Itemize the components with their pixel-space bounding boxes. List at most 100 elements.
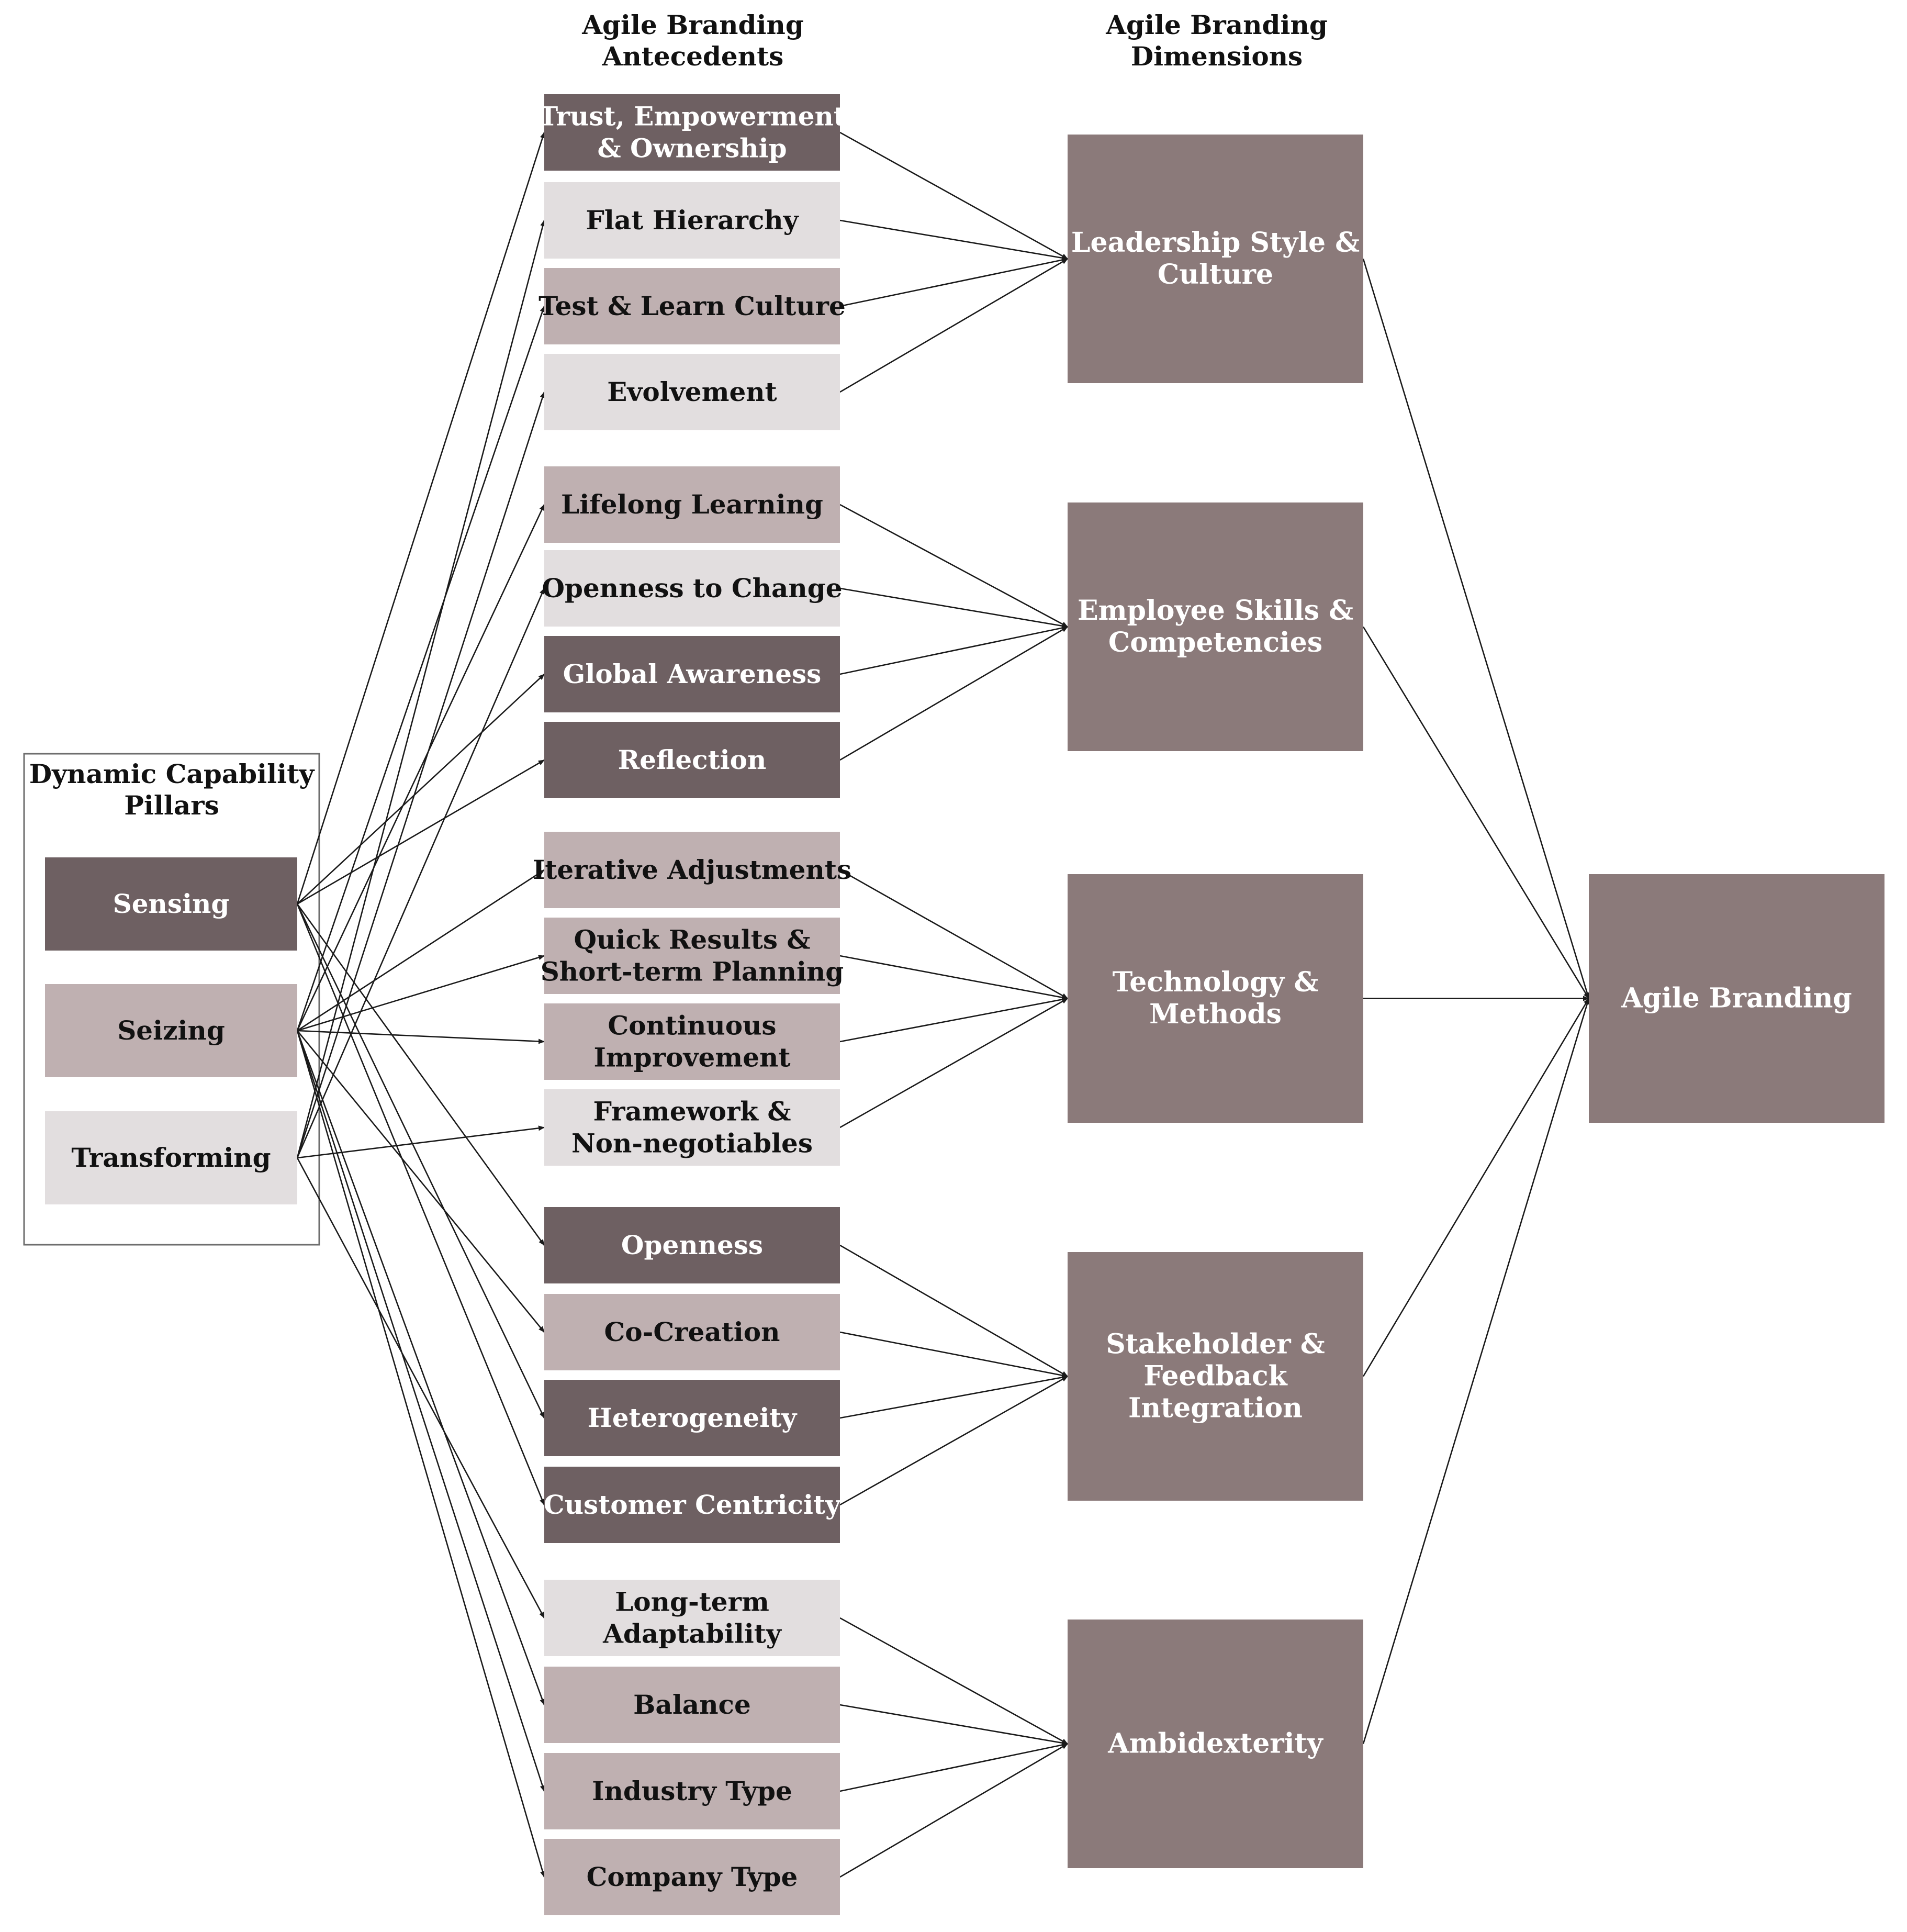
pillars-header-line-1: Dynamic Capability	[29, 758, 316, 789]
dimension-employee-skills-and-competencies-label: Competencies	[1108, 627, 1322, 658]
antecedent-lifelong-learning-box	[544, 466, 840, 543]
dimensions-header-line-2: Dimensions	[1131, 41, 1303, 72]
antecedent-framework-and-non-negotiables-box	[544, 1089, 840, 1166]
antecedent-lifelong-learning: Lifelong Learning	[544, 466, 840, 543]
antecedents-header-line-2: Antecedents	[602, 41, 784, 72]
dimension-technology-and-methods: Technology &Methods	[1068, 874, 1363, 1123]
antecedent-balance: Balance	[544, 1667, 840, 1743]
connector-sensing-to-customer-centricity	[296, 903, 545, 1505]
connector-heterogeneity-to-dimension	[839, 1375, 1068, 1419]
antecedent-co-creation-label: Co-Creation	[604, 1316, 780, 1347]
antecedent-balance-label: Balance	[633, 1689, 751, 1720]
connector-sensing-to-global-awareness	[297, 674, 545, 904]
connector-sensing-to-trust-empowerment-and-ownership	[296, 132, 545, 904]
connector-transforming-to-framework-and-non-negotiables	[297, 1125, 545, 1159]
connector-reflection-to-dimension	[839, 626, 1068, 761]
dimension-employee-skills-and-competencies-label: Employee Skills &	[1078, 595, 1353, 627]
connector-seizing-to-continuous-improvement	[297, 1030, 545, 1044]
dimension-technology-and-methods-box	[1068, 874, 1363, 1123]
pillars-header-line-2: Pillars	[124, 790, 219, 821]
connector-quick-results-and-short-term-planning-to-dimension	[839, 955, 1068, 1000]
antecedent-openness-box	[544, 1207, 840, 1283]
antecedent-iterative-adjustments-box	[544, 832, 840, 908]
pillar-seizing-box	[45, 984, 297, 1077]
dimensions-header-line-1: Agile Branding	[1105, 9, 1328, 40]
antecedent-continuous-improvement-label: Improvement	[594, 1042, 791, 1073]
antecedent-quick-results-and-short-term-planning-label: Quick Results &	[574, 924, 810, 955]
pillar-seizing-label: Seizing	[117, 1015, 225, 1046]
dimension-ambidexterity-label: Ambidexterity	[1107, 1728, 1323, 1760]
connector-sensing-to-openness	[296, 903, 545, 1246]
connector-seizing-to-lifelong-learning	[296, 504, 545, 1031]
antecedent-heterogeneity: Heterogeneity	[544, 1380, 840, 1456]
antecedent-quick-results-and-short-term-planning: Quick Results &Short-term Planning	[541, 918, 844, 994]
connector-sensing-to-heterogeneity	[296, 903, 545, 1419]
connector-seizing-to-balance	[296, 1030, 545, 1705]
connector-iterative-adjustments-to-dimension	[839, 869, 1068, 999]
antecedent-company-type-label: Company Type	[587, 1861, 798, 1892]
antecedent-company-type-box	[544, 1839, 840, 1915]
antecedent-balance-box	[544, 1667, 840, 1743]
antecedent-industry-type-label: Industry Type	[592, 1775, 792, 1806]
antecedent-evolvement-label: Evolvement	[607, 376, 777, 407]
connector-long-term-adaptability-to-dimension	[839, 1617, 1068, 1745]
pillar-sensing-label: Sensing	[113, 888, 230, 919]
antecedent-lifelong-learning-label: Lifelong Learning	[561, 489, 823, 520]
dimension-stakeholder-and-feedback-integration-label: Integration	[1128, 1392, 1303, 1424]
antecedent-reflection-box	[544, 722, 840, 798]
connector-seizing-to-industry-type	[296, 1030, 545, 1792]
connector-seizing-to-test-and-learn-culture	[296, 306, 545, 1031]
pillar-transforming-label: Transforming	[71, 1142, 271, 1173]
pillar-seizing: Seizing	[45, 984, 297, 1077]
dimension-technology-and-methods-label: Methods	[1149, 998, 1282, 1030]
antecedent-trust-empowerment-and-ownership-label: & Ownership	[597, 133, 787, 164]
connector-industry-type-to-dimension	[839, 1742, 1068, 1792]
dimension-stakeholder-and-feedback-integration-label: Stakeholder &	[1106, 1328, 1325, 1360]
connector-trust-empowerment-and-ownership-to-dimension	[839, 131, 1068, 260]
antecedent-openness-to-change-label: Openness to Change	[542, 573, 842, 604]
antecedent-company-type: Company Type	[544, 1839, 840, 1915]
antecedent-customer-centricity-label: Customer Centricity	[544, 1489, 842, 1520]
antecedent-framework-and-non-negotiables: Framework &Non-negotiables	[544, 1089, 840, 1166]
pillar-transforming: Transforming	[45, 1111, 297, 1204]
connector-transforming-to-evolvement	[296, 392, 545, 1158]
antecedent-long-term-adaptability-label: Adaptability	[602, 1618, 782, 1649]
antecedent-global-awareness: Global Awareness	[544, 636, 840, 712]
antecedent-test-and-learn-culture: Test & Learn Culture	[539, 268, 846, 344]
antecedent-industry-type: Industry Type	[544, 1753, 840, 1829]
antecedent-openness-to-change: Openness to Change	[542, 550, 843, 627]
connector-seizing-to-co-creation	[296, 1030, 545, 1333]
antecedents-header-line-1: Agile Branding	[581, 9, 804, 40]
antecedent-heterogeneity-box	[544, 1380, 840, 1456]
connector-transforming-to-flat-hierarchy	[296, 220, 546, 1158]
dimension-stakeholder-and-feedback-integration-box	[1068, 1252, 1363, 1501]
pillar-sensing: Sensing	[45, 857, 297, 951]
dimension-leadership-style-and-culture-label: Culture	[1158, 259, 1273, 291]
antecedent-flat-hierarchy-label: Flat Hierarchy	[586, 205, 799, 236]
antecedent-trust-empowerment-and-ownership-box	[544, 94, 840, 171]
antecedent-test-and-learn-culture-label: Test & Learn Culture	[539, 291, 846, 321]
antecedent-trust-empowerment-and-ownership: Trust, Empowerment& Ownership	[539, 94, 846, 171]
connector-co-creation-to-dimension	[839, 1331, 1068, 1378]
dimension-ambidexterity: Ambidexterity	[1068, 1620, 1363, 1868]
antecedent-global-awareness-label: Global Awareness	[563, 658, 822, 689]
antecedent-co-creation-box	[544, 1294, 840, 1370]
connector-openness-to-change-to-dimension	[839, 587, 1068, 629]
pillar-sensing-box	[45, 857, 297, 951]
antecedent-iterative-adjustments-label: Iterative Adjustments	[533, 854, 851, 885]
dimension-leadership-style-and-culture-box	[1068, 135, 1363, 383]
antecedent-industry-type-box	[544, 1753, 840, 1829]
connector-stakeholder-and-feedback-integration-to-agile-branding	[1362, 998, 1590, 1377]
connector-customer-centricity-to-dimension	[839, 1376, 1068, 1506]
outcome-agile-branding: Agile Branding	[1589, 874, 1884, 1123]
connector-openness-to-dimension	[839, 1244, 1068, 1377]
dimension-leadership-style-and-culture: Leadership Style &Culture	[1068, 135, 1363, 383]
connector-continuous-improvement-to-dimension	[839, 997, 1068, 1043]
antecedent-framework-and-non-negotiables-label: Non-negotiables	[571, 1128, 813, 1159]
connector-evolvement-to-dimension	[839, 258, 1068, 393]
